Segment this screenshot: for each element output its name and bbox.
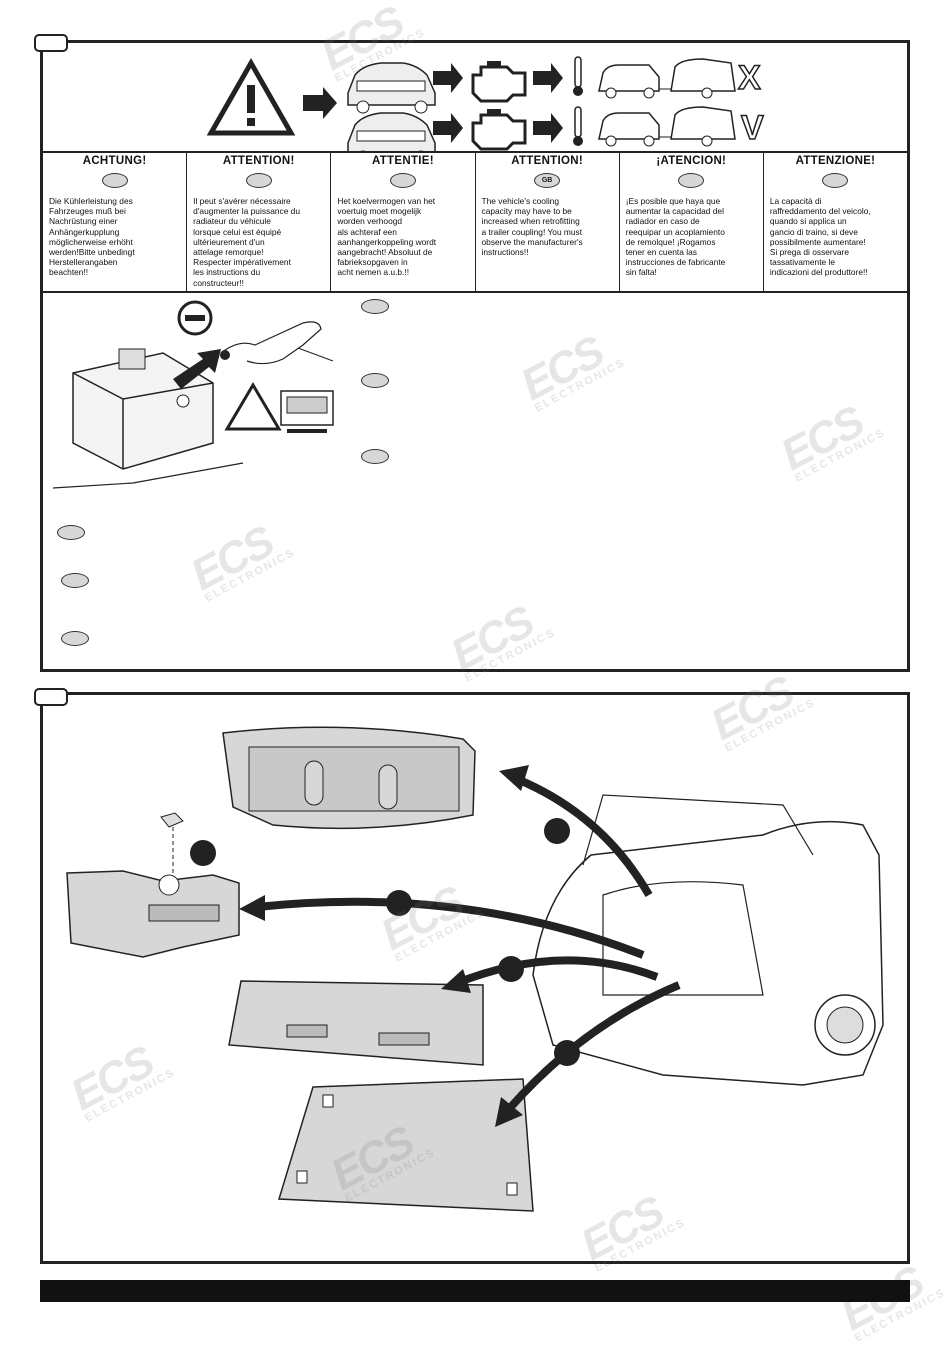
- arrow-up-right-icon: [173, 349, 221, 389]
- note-gb: ATTENTION! GB The vehicle's cooling capa…: [476, 151, 620, 291]
- step-1-tag: [34, 34, 68, 52]
- note-text: Die Kühlerleistung des Fahrzeuges muß be…: [49, 196, 135, 278]
- note-text: The vehicle's cooling capacity may have …: [481, 196, 583, 258]
- step-2-tag: [34, 688, 68, 706]
- language-badge: [101, 173, 128, 188]
- language-marker: [361, 299, 389, 314]
- fastener-icon: [160, 812, 184, 873]
- note-text: ¡Es posible que haya que aumentar la cap…: [625, 196, 726, 278]
- language-badge: [678, 173, 705, 188]
- engine-icon: [471, 61, 527, 103]
- arrow-right-icon: [533, 63, 563, 93]
- step-marker-icon: [190, 840, 216, 866]
- removal-arrow-icon: [441, 956, 659, 993]
- removal-arrow-icon: [499, 765, 653, 897]
- thermometer-icon: [573, 56, 583, 96]
- language-marker: [57, 525, 85, 540]
- check-icon: V: [741, 109, 764, 147]
- warning-triangle-icon: [224, 382, 282, 431]
- note-heading: ATTENTION!: [511, 155, 583, 167]
- language-badge: [822, 173, 849, 188]
- warning-triangle-icon: [206, 57, 296, 136]
- cross-icon: X: [738, 59, 761, 97]
- language-badge: GB: [534, 173, 561, 188]
- language-marker: [61, 631, 89, 646]
- cooling-notes-row: ACHTUNG! Die Kühlerleistung des Fahrzeug…: [43, 151, 907, 293]
- note-text: Het koelvermogen van het voertuig moet m…: [337, 196, 437, 278]
- removal-arrow-icon: [495, 981, 681, 1127]
- language-badge: [245, 173, 272, 188]
- note-nl: ATTENTIE! Het koelvermogen van het voert…: [331, 151, 476, 291]
- footer-bar: [40, 1280, 910, 1302]
- car-towing-caravan-icon: [598, 58, 736, 99]
- note-heading: ACHTUNG!: [82, 155, 147, 167]
- note-heading: ATTENTION!: [222, 155, 295, 167]
- engine-icon: [471, 109, 527, 151]
- storage-tray-icon: [66, 870, 240, 958]
- floor-panel-icon: [278, 1078, 534, 1212]
- parcel-shelf-icon: [222, 726, 476, 830]
- arrow-right-icon: [303, 87, 337, 119]
- language-marker: [61, 573, 89, 588]
- car-front-icon: [347, 62, 436, 114]
- note-text: La capacità di raffreddamento del veicol…: [769, 196, 871, 278]
- hand-with-terminal-icon: [220, 321, 334, 365]
- sill-trim-icon: [228, 980, 484, 1066]
- arrow-right-icon: [433, 63, 463, 93]
- note-es: ¡ATENCION! ¡Es posible que haya que aume…: [620, 151, 764, 291]
- note-text: Il peut s'avérer nécessaire d'augmenter …: [193, 196, 300, 288]
- cooling-warning-row: X V: [43, 43, 907, 164]
- note-de: ACHTUNG! Die Kühlerleistung des Fahrzeug…: [43, 151, 188, 291]
- car-towing-caravan-icon: [598, 106, 736, 147]
- step-1-panel: X V: [40, 40, 910, 672]
- note-fr: ATTENTION! Il peut s'avérer nécessaire d…: [187, 151, 332, 291]
- arrow-right-icon: [533, 113, 563, 143]
- thermometer-icon: [573, 106, 583, 146]
- trunk-disassembly-illustration: [66, 726, 884, 1212]
- note-heading: ATTENZIONE!: [795, 155, 876, 167]
- cooling-warning-graphic: X V: [206, 56, 765, 164]
- note-heading: ¡ATENCION!: [656, 155, 727, 167]
- note-it: ATTENZIONE! La capacità di raffreddament…: [764, 151, 907, 291]
- removal-arrow-icon: [239, 890, 645, 959]
- minus-terminal-icon: [177, 300, 213, 336]
- note-heading: ATTENTIE!: [371, 155, 434, 167]
- car-front-icon: [347, 112, 436, 164]
- language-marker: [361, 373, 389, 388]
- language-marker: [361, 449, 389, 464]
- arrow-right-icon: [433, 113, 463, 143]
- step-2-panel: [40, 692, 910, 1264]
- battery-disconnect-illustration: [52, 300, 334, 489]
- language-badge: [389, 173, 416, 188]
- radio-code-icon: [280, 390, 334, 433]
